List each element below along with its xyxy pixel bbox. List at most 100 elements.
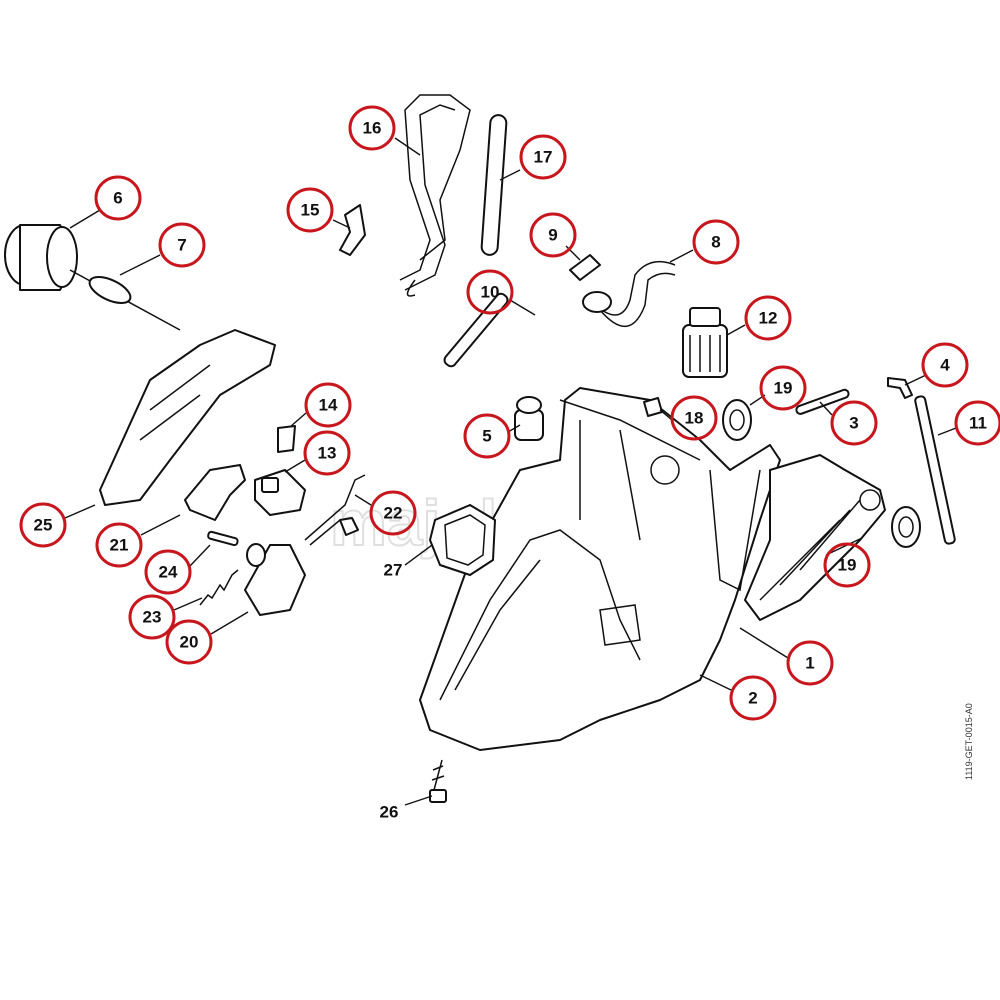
spring-part [199,569,239,606]
hose-part [480,114,508,256]
seal-part [891,506,921,548]
callout-number: 13 [318,444,337,463]
callout-circle [19,502,67,548]
callout-5: 5 [463,413,511,459]
callout-number: 9 [548,226,557,245]
callout-6: 6 [94,175,142,221]
pickup-hose-part [589,260,676,328]
drawing-code: 1119-GET-0015-A0 [964,703,974,780]
callout-circle [744,295,792,341]
callout-number: 26 [380,803,399,822]
callout-circle [670,395,718,441]
fuel-line-part [399,94,471,297]
callout-circle [348,105,396,151]
callout-15: 15 [286,187,334,233]
callout-25: 25 [19,502,67,548]
callout-10: 10 [466,269,514,315]
callout-circle [729,675,777,721]
callout-number: 15 [301,201,320,220]
callout-3: 3 [830,400,878,446]
fan-part [4,224,181,331]
callout-number: 14 [319,396,338,415]
callout-14: 14 [304,382,352,428]
callout-13: 13 [303,430,351,476]
callout-number: 8 [711,233,720,252]
callout-12: 12 [744,295,792,341]
callout-number: 10 [481,283,500,302]
callout-circle [519,134,567,180]
callout-circle [94,175,142,221]
callout-circle [529,212,577,258]
clip-part [339,204,366,256]
callout-number: 6 [113,189,122,208]
callout-number: 17 [534,148,553,167]
callout-number: 21 [110,536,129,555]
callout-circle [369,490,417,536]
callout-9: 9 [529,212,577,258]
callout-20: 20 [165,619,213,665]
callout-23: 23 [128,594,176,640]
callout-number: 16 [363,119,382,138]
callout-number: 4 [940,356,950,375]
callout-circle [759,365,807,411]
callout-circle [304,382,352,428]
callout-19: 19 [823,542,871,588]
pin-part [207,530,239,547]
leader-lines [64,137,957,806]
callout-number: 18 [685,409,704,428]
callout-number: 27 [384,561,403,580]
callout-circle [144,549,192,595]
callout-number: 2 [748,689,757,708]
callout-2: 2 [729,675,777,721]
callout-21: 21 [95,522,143,568]
housing-part [419,387,886,751]
callout-number: 22 [384,504,403,523]
callout-19: 19 [759,365,807,411]
callout-number: 12 [759,309,778,328]
screw-bottom-part [429,759,447,803]
callout-number: 25 [34,516,53,535]
callout-number: 24 [159,563,178,582]
callout-number: 19 [774,379,793,398]
callout-number: 19 [838,556,857,575]
bracket-part [277,425,296,453]
trigger-interlock-part [184,464,246,521]
tube-part [443,292,509,368]
callout-number: 23 [143,608,162,627]
grommet-part [643,397,663,417]
callout-11: 11 [954,400,1000,446]
callout-17: 17 [519,134,567,180]
callout-circle [128,594,176,640]
callout-27: 27 [384,561,403,580]
callout-4: 4 [921,342,969,388]
seal-part [722,399,752,441]
trigger-part [244,543,306,616]
callout-circle [466,269,514,315]
callout-number: 7 [177,236,186,255]
callout-circle [830,400,878,446]
callout-circle [954,400,1000,446]
callout-7: 7 [158,222,206,268]
callout-circle [463,413,511,459]
callout-16: 16 [348,105,396,151]
callout-26: 26 [380,803,399,822]
callout-22: 22 [369,490,417,536]
callout-18: 18 [670,395,718,441]
callout-circle [303,430,351,476]
callout-8: 8 [692,219,740,265]
handle-part [99,329,276,506]
callout-circle [286,187,334,233]
fuel-filter-part [682,307,728,378]
callout-number: 3 [849,414,858,433]
callout-circle [786,640,834,686]
callout-circle [921,342,969,388]
callout-number: 11 [969,414,987,433]
callout-number: 5 [482,427,491,446]
callout-circle [95,522,143,568]
vent-tube-part [914,395,956,545]
callout-circle [158,222,206,268]
callout-1: 1 [786,640,834,686]
callout-circle [823,542,871,588]
